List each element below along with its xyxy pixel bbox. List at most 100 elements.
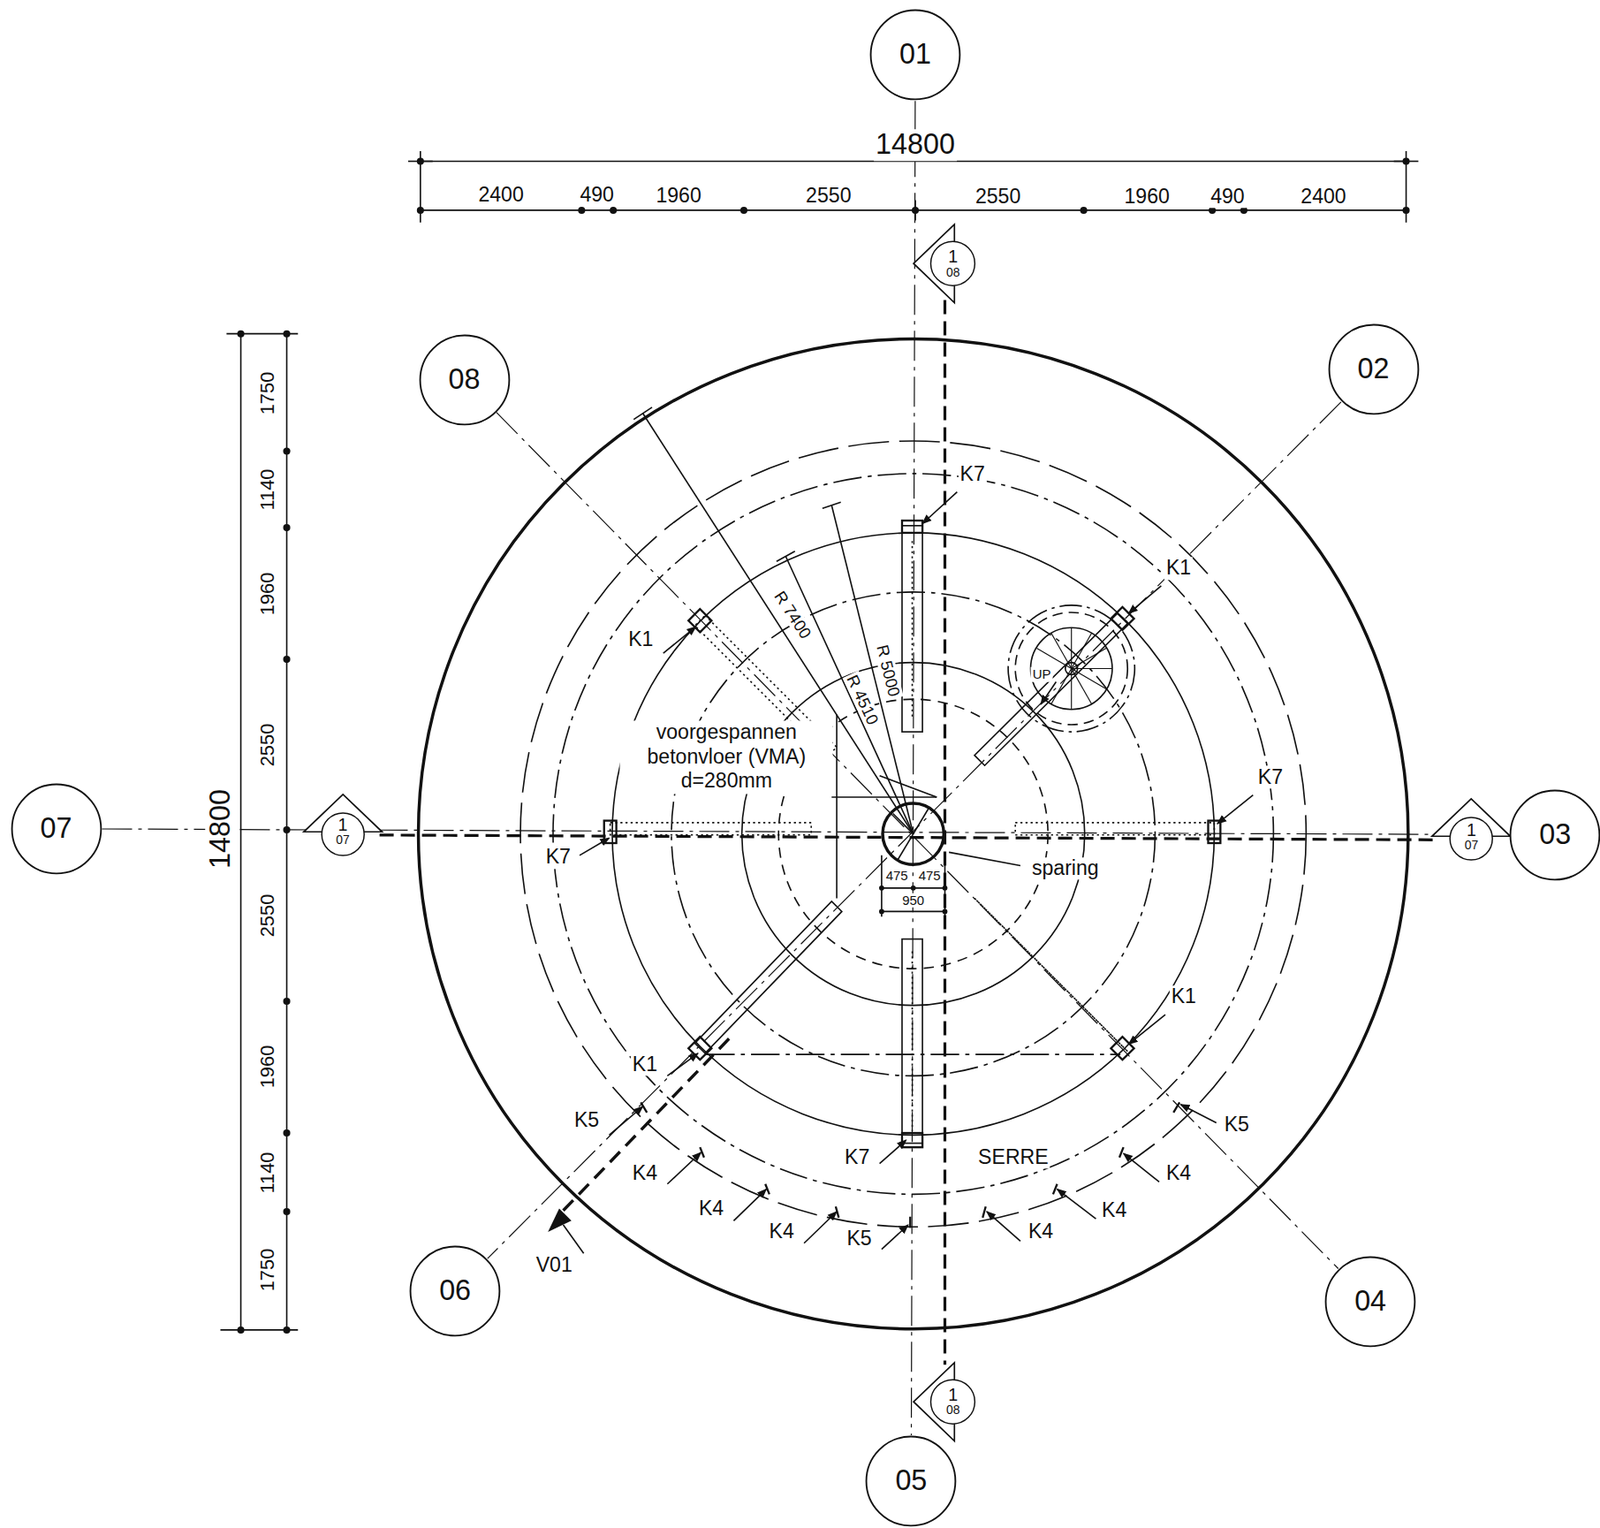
dimension-text: 1140 <box>257 467 279 513</box>
node-text-group: 04 <box>1354 1286 1387 1317</box>
node-text-group: 107 <box>1464 820 1479 852</box>
sheet-number: 07 <box>335 834 349 848</box>
dimension-text: 2550 <box>257 892 279 940</box>
bubble-circle <box>866 1435 956 1525</box>
grid-line <box>911 100 916 1435</box>
dimension-text: 2400 <box>476 183 525 206</box>
section-number: 1 <box>1466 820 1477 840</box>
callout-label: K5 <box>572 1108 601 1131</box>
section-marker: 108 <box>903 1360 986 1442</box>
dimension-text: 2550 <box>973 185 1023 208</box>
node-text-group: 08 <box>448 364 481 395</box>
callout-label: K4 <box>630 1161 660 1184</box>
section-symbol <box>903 1360 986 1442</box>
callout-label: K1 <box>1164 557 1193 580</box>
dimension-text: 14800 <box>873 128 957 161</box>
section-marker: 107 <box>302 781 384 863</box>
dimension-text: 490 <box>1208 185 1247 208</box>
section-line <box>943 300 947 1365</box>
bubble-circle <box>419 334 509 425</box>
marker-circle <box>931 241 976 286</box>
callout-label: K7 <box>544 845 573 868</box>
callout-label: K4 <box>1164 1161 1193 1184</box>
dimension-text: 1960 <box>653 184 703 207</box>
callout-label: K5 <box>844 1227 873 1250</box>
grid-bubble: 04 <box>1324 1255 1417 1348</box>
node-text-group: 01 <box>899 39 932 70</box>
dimension-text: 1750 <box>257 1245 279 1293</box>
section-marker: 107 <box>1430 785 1512 867</box>
dimension-text: 1960 <box>1122 185 1172 208</box>
dimension-text: 1750 <box>257 369 279 417</box>
grid-bubble: 02 <box>1327 323 1420 416</box>
dimension-text: 950 <box>900 892 926 908</box>
callout-label: K7 <box>958 462 987 486</box>
bubble-circle <box>1328 325 1419 415</box>
dimension-text: 1960 <box>257 570 279 618</box>
marker-circle <box>931 1379 976 1424</box>
dimension-text: 2400 <box>1298 185 1348 208</box>
bubble-circle <box>410 1246 501 1336</box>
annotation-text: sparing <box>1030 856 1101 880</box>
dimension-text: 14800 <box>204 787 237 871</box>
dimension-text: 1960 <box>257 1043 279 1091</box>
node-text-group: 108 <box>946 247 960 279</box>
annotation-text: V01 <box>534 1253 575 1276</box>
annotation-text: SERRE <box>976 1145 1051 1168</box>
node-text-group: 107 <box>335 815 349 847</box>
dimension-text: 2550 <box>257 721 279 769</box>
dimension-text: 475 <box>917 868 943 884</box>
grid-label: 02 <box>1357 354 1390 385</box>
grid-label: 06 <box>439 1275 471 1306</box>
section-line <box>379 834 1435 840</box>
grid-bubble: 01 <box>869 8 962 101</box>
sheet-number: 08 <box>946 265 960 280</box>
bubble-circle <box>1326 1256 1416 1346</box>
bubble-circle <box>1510 789 1600 880</box>
node-text-group: 06 <box>439 1275 471 1306</box>
grid-label: 05 <box>894 1465 927 1496</box>
callout-label: K4 <box>1099 1198 1129 1221</box>
grid-bubble: 05 <box>864 1434 957 1527</box>
grid-label: 03 <box>1539 819 1571 850</box>
callout-label: K7 <box>842 1145 872 1168</box>
grid-bubble: 03 <box>1509 788 1600 881</box>
section-number: 1 <box>947 247 958 266</box>
callout-label: K1 <box>1169 985 1199 1009</box>
callout-label: K1 <box>626 628 655 651</box>
grid-label: 01 <box>899 39 932 70</box>
node-text-group: 05 <box>894 1465 927 1496</box>
dimension-text: 490 <box>577 183 616 206</box>
callout-label: K7 <box>1256 765 1285 789</box>
sheet-number: 07 <box>1464 839 1479 853</box>
callout-label: K4 <box>1026 1220 1055 1243</box>
callout-label: K4 <box>767 1220 797 1243</box>
marker-circle <box>1449 817 1493 860</box>
callout-label: K1 <box>630 1053 660 1076</box>
node-text-group: 07 <box>40 813 73 844</box>
bubble-circle <box>871 10 961 100</box>
grid-label: 07 <box>40 813 73 844</box>
marker-circle <box>321 812 364 856</box>
dimension-text: 475 <box>884 868 910 884</box>
callout-label: K4 <box>697 1197 726 1220</box>
sheet-number: 08 <box>946 1403 960 1418</box>
node-text-group: 03 <box>1539 819 1571 850</box>
bubble-circle <box>11 783 101 873</box>
grid-label: 04 <box>1354 1286 1387 1317</box>
callout-label: K5 <box>1222 1113 1252 1136</box>
grid-label: 08 <box>448 364 481 395</box>
grid-bubble: 06 <box>409 1244 501 1337</box>
section-marker: 108 <box>903 222 986 304</box>
annotation-text: R 7400 <box>770 586 817 644</box>
node-text-group: 108 <box>946 1385 960 1417</box>
dimension-text: 1140 <box>257 1150 279 1196</box>
annotation-text: R 5000 <box>872 640 903 700</box>
section-number: 1 <box>338 815 349 835</box>
grid-bubble: 07 <box>10 782 103 875</box>
grid-line <box>496 412 1339 1269</box>
grid-bubble: 08 <box>418 333 511 426</box>
section-number: 1 <box>947 1385 958 1404</box>
grid-line <box>487 401 1342 1259</box>
